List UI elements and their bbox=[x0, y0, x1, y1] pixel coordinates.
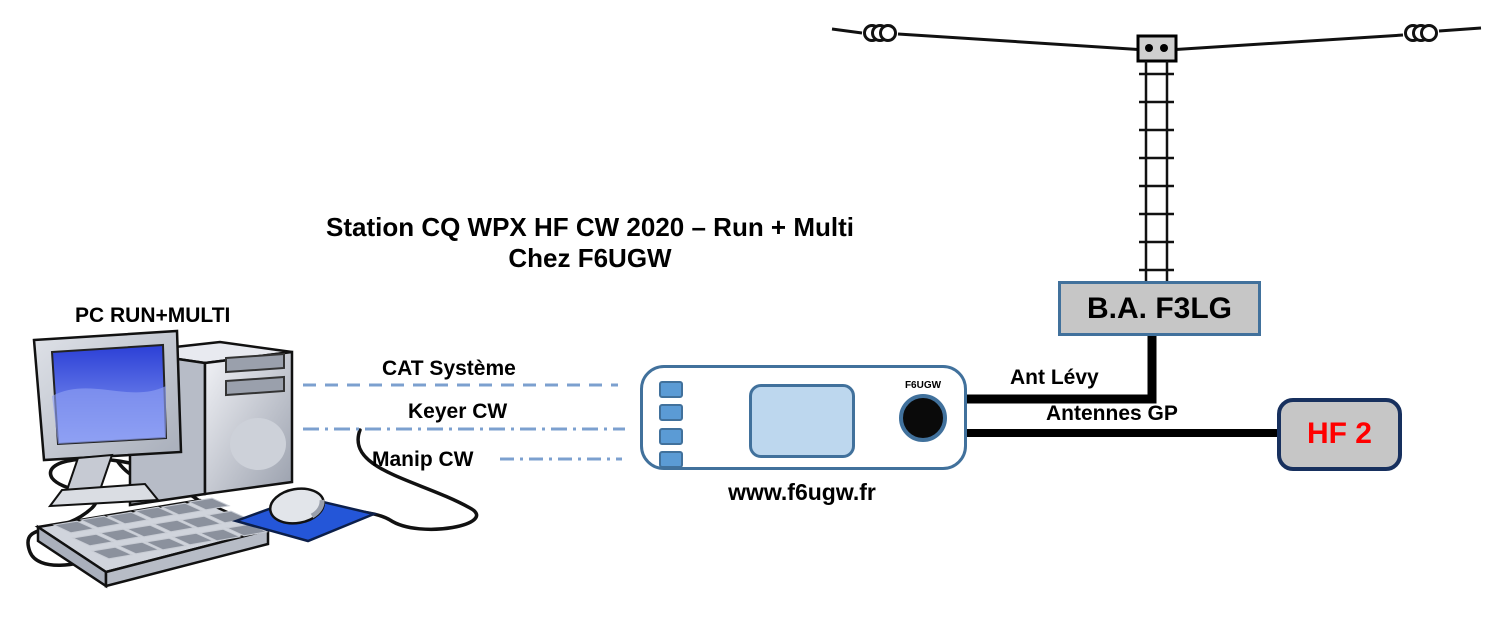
control-links bbox=[303, 383, 625, 461]
drive-bay bbox=[225, 352, 285, 374]
pc-monitor bbox=[32, 329, 183, 508]
keyer-link-label: Keyer CW bbox=[408, 400, 508, 423]
transceiver-box: F6UGW bbox=[640, 365, 967, 470]
cat-link-label: CAT Système bbox=[382, 357, 516, 380]
transceiver-button bbox=[659, 404, 683, 421]
tuning-knob-icon bbox=[899, 394, 947, 442]
transceiver-knob-label: F6UGW bbox=[904, 380, 942, 391]
levy-feedline bbox=[963, 332, 1157, 404]
manip-link-label: Manip CW bbox=[372, 448, 474, 471]
transceiver-button bbox=[659, 428, 683, 445]
gp-feedline-label: Antennes GP bbox=[1046, 402, 1178, 425]
ladder-line bbox=[1139, 61, 1174, 282]
antenna-wire-left bbox=[831, 27, 1147, 52]
balun-box: B.A. F3LG bbox=[1058, 281, 1261, 336]
transceiver-display-screen bbox=[749, 384, 855, 458]
title-line-1: Station CQ WPX HF CW 2020 – Run + Multi bbox=[326, 212, 854, 242]
hf2-box-label: HF 2 bbox=[1306, 417, 1372, 450]
balun-box-label: B.A. F3LG bbox=[1086, 292, 1232, 325]
pc-mouse bbox=[268, 487, 326, 525]
title-line-2: Chez F6UGW bbox=[508, 243, 672, 273]
transceiver-button bbox=[659, 451, 683, 468]
antenna-feedpoint bbox=[1136, 34, 1178, 63]
drive-bay bbox=[225, 375, 285, 397]
pc-illustration bbox=[26, 329, 479, 589]
levy-antenna bbox=[831, 24, 1482, 282]
levy-feedline-label: Ant Lévy bbox=[1010, 366, 1099, 389]
antenna-wire-right bbox=[1167, 26, 1482, 52]
pc-keyboard bbox=[34, 497, 272, 589]
antenna-insulator-right bbox=[1404, 24, 1438, 42]
website-label: www.f6ugw.fr bbox=[728, 479, 876, 505]
antenna-insulator-left bbox=[863, 24, 897, 42]
pc-label: PC RUN+MULTI bbox=[75, 304, 231, 327]
hf2-box: HF 2 bbox=[1277, 398, 1402, 471]
diagram-title: Station CQ WPX HF CW 2020 – Run + Multi … bbox=[290, 212, 890, 274]
transceiver-button bbox=[659, 381, 683, 398]
